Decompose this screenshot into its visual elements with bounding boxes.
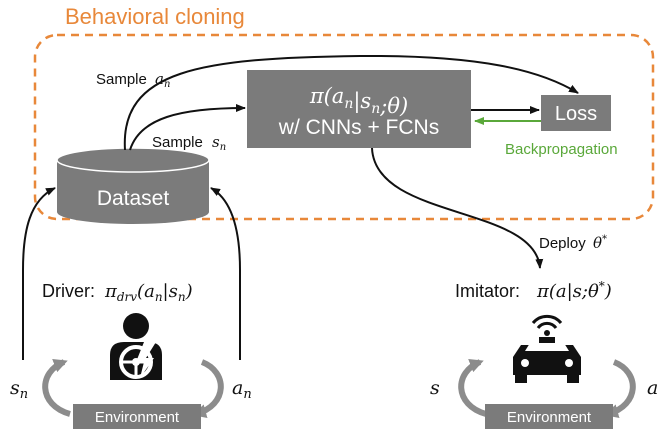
- diagram-title: Behavioral cloning: [65, 4, 245, 29]
- autonomous-car-icon: [513, 314, 581, 383]
- imitator-policy: π(a|s;θ*): [536, 279, 612, 302]
- left-action-var: an: [232, 377, 252, 402]
- sample-a-arrow: [123, 54, 579, 151]
- loss-label: Loss: [555, 103, 597, 125]
- sample-s-label: Sample: [152, 134, 203, 151]
- policy-network-box: π(an|sn;θ) w/ CNNs + FCNs: [247, 70, 471, 148]
- deploy-label: Deploy: [539, 235, 586, 252]
- sample-s-var: sn: [212, 133, 226, 153]
- driver-icon: [110, 313, 162, 380]
- right-action-var: a: [647, 377, 658, 399]
- right-cycle-arrow-right: [604, 359, 636, 419]
- loss-box: Loss: [541, 95, 611, 131]
- behavioral-cloning-frame: [33, 33, 655, 221]
- driver-label: Driver:: [42, 281, 95, 301]
- policy-architecture: w/ CNNs + FCNs: [278, 116, 439, 139]
- right-cycle-arrow-left: [458, 359, 487, 417]
- dataset-label: Dataset: [97, 187, 170, 210]
- right-environment-box: Environment: [485, 404, 613, 429]
- backprop-label: Backpropagation: [505, 141, 618, 158]
- policy-formula: π(an|sn;θ): [309, 84, 408, 118]
- right-environment-label: Environment: [507, 409, 592, 426]
- action-to-dataset-arrow: [210, 187, 241, 360]
- left-cycle-arrow-left: [42, 359, 71, 417]
- imitator-label: Imitator:: [455, 281, 520, 301]
- state-to-dataset-arrow: [22, 187, 56, 360]
- left-environment-box: Environment: [73, 404, 201, 429]
- sample-a-var: an: [155, 70, 170, 90]
- sample-a-label: Sample: [96, 71, 147, 88]
- deploy-var: θ*: [593, 234, 607, 252]
- left-environment-label: Environment: [95, 409, 180, 426]
- sample-s-arrow: [129, 104, 246, 151]
- dataset-cylinder: Dataset: [56, 147, 210, 224]
- driver-policy: πdrv(an|sn): [104, 281, 193, 304]
- deploy-arrow: [371, 147, 544, 269]
- left-cycle-arrow-right: [192, 359, 224, 419]
- right-state-var: s: [430, 377, 440, 399]
- left-state-var: sn: [10, 377, 28, 402]
